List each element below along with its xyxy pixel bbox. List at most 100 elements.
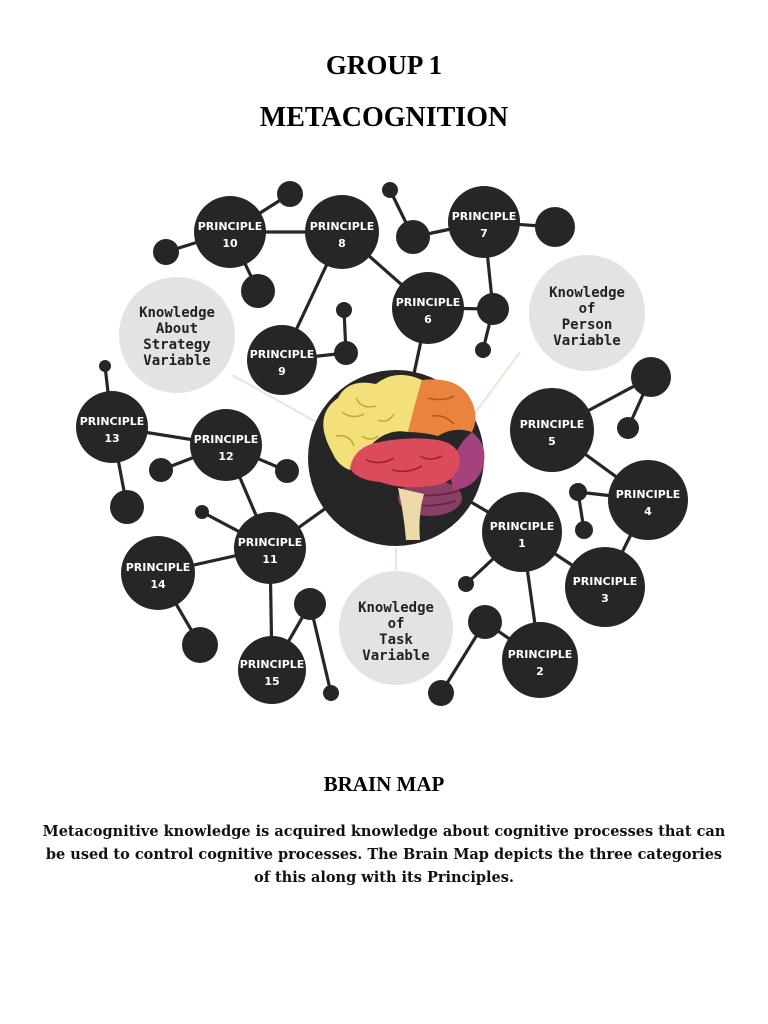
principle-circle xyxy=(234,512,306,584)
principle-node-15: PRINCIPLE 15 xyxy=(238,636,306,704)
dot xyxy=(458,576,474,592)
brain-map-diagram: Knowledge About Strategy Variable Knowle… xyxy=(76,181,688,706)
dot xyxy=(153,239,179,265)
principle-number: 9 xyxy=(278,365,286,378)
dot xyxy=(334,341,358,365)
principle-node-2: PRINCIPLE 2 xyxy=(502,622,578,698)
principle-circle xyxy=(565,547,645,627)
principle-node-7: PRINCIPLE 7 xyxy=(448,186,520,258)
knowledge-strategy-line: Strategy xyxy=(143,337,211,353)
principle-word: PRINCIPLE xyxy=(508,648,573,661)
principle-node-4: PRINCIPLE 4 xyxy=(608,460,688,540)
knowledge-links xyxy=(231,351,521,570)
principle-node-5: PRINCIPLE 5 xyxy=(510,388,594,472)
dot xyxy=(575,521,593,539)
dot xyxy=(631,357,671,397)
principle-nodes: PRINCIPLE1PRINCIPLE2PRINCIPLE3PRINCIPLE4… xyxy=(76,186,688,704)
principle-node-8: PRINCIPLE 8 xyxy=(305,195,379,269)
knowledge-person-line: of xyxy=(579,301,596,317)
principle-circle xyxy=(482,492,562,572)
principle-word: PRINCIPLE xyxy=(616,488,681,501)
principle-circle xyxy=(247,325,317,395)
principle-number: 6 xyxy=(424,313,432,326)
knowledge-task-line: Variable xyxy=(362,648,429,664)
knowledge-person-bubble: Knowledge of Person Variable xyxy=(529,255,645,371)
principle-word: PRINCIPLE xyxy=(520,418,585,431)
dot xyxy=(535,207,575,247)
principle-number: 13 xyxy=(104,432,119,445)
principle-circle xyxy=(448,186,520,258)
principle-circle xyxy=(608,460,688,540)
principle-circle xyxy=(305,195,379,269)
principle-node-12: PRINCIPLE 12 xyxy=(190,409,262,481)
principle-number: 5 xyxy=(548,435,556,448)
principle-circle xyxy=(121,536,195,610)
dot xyxy=(477,293,509,325)
principle-circle xyxy=(190,409,262,481)
dot xyxy=(336,302,352,318)
brain-map-heading: BRAIN MAP xyxy=(323,772,445,796)
dot xyxy=(241,274,275,308)
knowledge-person-line: Knowledge xyxy=(549,285,625,301)
knowledge-strategy-bubble: Knowledge About Strategy Variable xyxy=(119,277,235,393)
dot xyxy=(475,342,491,358)
principle-word: PRINCIPLE xyxy=(198,220,263,233)
principle-circle xyxy=(76,391,148,463)
principle-node-3: PRINCIPLE 3 xyxy=(565,547,645,627)
principle-word: PRINCIPLE xyxy=(490,520,555,533)
principle-number: 14 xyxy=(150,578,166,591)
satellite-dots xyxy=(99,181,671,706)
principle-circle xyxy=(510,388,594,472)
dot xyxy=(428,680,454,706)
principle-number: 8 xyxy=(338,237,346,250)
principle-word: PRINCIPLE xyxy=(80,415,145,428)
dot xyxy=(277,181,303,207)
principle-word: PRINCIPLE xyxy=(250,348,315,361)
principle-number: 3 xyxy=(601,592,609,605)
principle-number: 7 xyxy=(480,227,488,240)
principle-node-9: PRINCIPLE 9 xyxy=(247,325,317,395)
dot xyxy=(294,588,326,620)
principle-number: 10 xyxy=(222,237,238,250)
knowledge-task-line: Knowledge xyxy=(358,600,434,616)
dot xyxy=(99,360,111,372)
principle-word: PRINCIPLE xyxy=(573,575,638,588)
dot xyxy=(396,220,430,254)
knowledge-task-line: of xyxy=(388,616,405,632)
topic-title: METACOGNITION xyxy=(259,102,509,133)
principle-circle xyxy=(194,196,266,268)
dot xyxy=(468,605,502,639)
knowledge-strategy-line: Knowledge xyxy=(139,305,215,321)
knowledge-strategy-line: About xyxy=(156,321,198,337)
knowledge-person-line: Variable xyxy=(553,333,620,349)
principle-word: PRINCIPLE xyxy=(310,220,375,233)
dot xyxy=(382,182,398,198)
dot xyxy=(569,483,587,501)
principle-word: PRINCIPLE xyxy=(240,658,305,671)
principle-word: PRINCIPLE xyxy=(396,296,461,309)
principle-circle xyxy=(502,622,578,698)
principle-word: PRINCIPLE xyxy=(194,433,259,446)
dot xyxy=(110,490,144,524)
principle-node-13: PRINCIPLE 13 xyxy=(76,391,148,463)
principle-number: 12 xyxy=(218,450,233,463)
brain-map-description: Metacognitive knowledge is acquired know… xyxy=(42,823,726,886)
knowledge-strategy-line: Variable xyxy=(143,353,210,369)
principle-circle xyxy=(238,636,306,704)
principle-number: 4 xyxy=(644,505,652,518)
principle-number: 15 xyxy=(264,675,279,688)
dot xyxy=(323,685,339,701)
principle-word: PRINCIPLE xyxy=(238,536,303,549)
principle-word: PRINCIPLE xyxy=(452,210,517,223)
principle-number: 2 xyxy=(536,665,544,678)
brain-icon xyxy=(323,374,485,540)
dot xyxy=(182,627,218,663)
dot xyxy=(275,459,299,483)
knowledge-task-line: Task xyxy=(379,632,413,648)
dot xyxy=(617,417,639,439)
dot xyxy=(149,458,173,482)
